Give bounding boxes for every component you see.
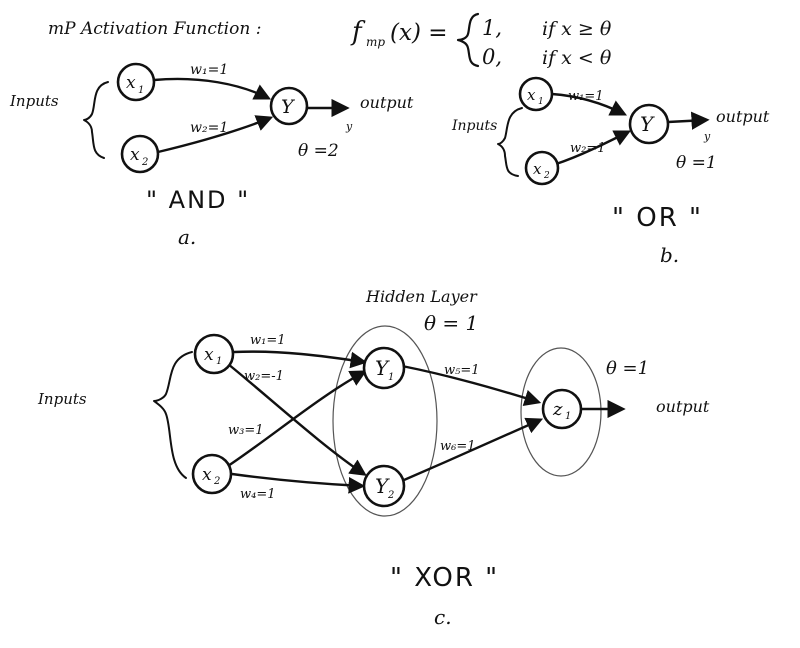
and-inputs-label: Inputs xyxy=(9,92,59,110)
xor-output-theta: θ =1 xyxy=(606,358,649,379)
xor-inputs-label: Inputs xyxy=(37,390,87,408)
header-title: mP Activation Function : xyxy=(48,19,261,39)
or-x2-subscript: 2 xyxy=(543,171,550,181)
and-x1-subscript: 1 xyxy=(138,85,144,96)
xor-inputs-brace xyxy=(153,351,193,479)
func-symbol: f xyxy=(350,17,366,47)
and-weight-w2: w₂=1 xyxy=(190,120,228,136)
or-inputs-brace xyxy=(497,107,523,177)
or-weight-w2: w₂=1 xyxy=(570,141,606,156)
activation-function-header: mP Activation Function : f mp (x) = 1, i… xyxy=(48,12,612,69)
or-x1-label: x xyxy=(527,86,536,104)
xor-output-layer-ellipse xyxy=(520,347,602,477)
or-node-x1 xyxy=(518,76,554,112)
xor-weight-w2: w₂=-1 xyxy=(244,369,284,384)
and-edge-x2-y xyxy=(156,115,274,154)
and-name: " AND " xyxy=(146,186,250,214)
xor-node-y1 xyxy=(362,346,406,390)
xor-y2-label: Y xyxy=(375,474,390,498)
xor-output-label: output xyxy=(656,397,710,416)
xor-node-y2 xyxy=(362,464,406,508)
and-caption: a. xyxy=(178,225,196,249)
xor-x2-subscript: 2 xyxy=(213,476,220,487)
or-diagram: Inputs x 1 x 2 Y w₁=1 w₂=1 output y θ =1… xyxy=(451,76,770,267)
or-theta: θ =1 xyxy=(676,153,717,173)
or-edge-x2-y xyxy=(554,130,632,166)
xor-edge-x1-y2 xyxy=(226,362,367,476)
xor-y2-subscript: 2 xyxy=(387,490,394,501)
xor-edge-x2-y2 xyxy=(230,472,366,494)
and-diagram: Inputs x 1 x 2 Y w₁=1 w₂=1 output y θ =2… xyxy=(9,62,414,249)
xor-z1-label: z xyxy=(552,399,563,420)
xor-edge-y1-z1 xyxy=(400,364,542,406)
xor-edge-x1-y1 xyxy=(232,350,368,369)
or-inputs-label: Inputs xyxy=(451,118,497,134)
xor-node-x1 xyxy=(193,333,235,375)
xor-x1-subscript: 1 xyxy=(216,356,222,367)
or-caption: b. xyxy=(660,243,679,267)
and-y-output-symbol: y xyxy=(345,120,353,133)
or-weight-w1: w₁=1 xyxy=(568,89,604,104)
and-x1-label: x xyxy=(126,73,136,93)
func-subscript: mp xyxy=(366,35,385,49)
case1-value: 1, xyxy=(482,16,502,40)
or-node-x2 xyxy=(524,150,560,186)
case1-condition: if x ≥ θ xyxy=(542,18,612,40)
xor-weight-w5: w₅=1 xyxy=(444,363,480,378)
xor-hidden-theta: θ = 1 xyxy=(424,311,478,335)
xor-weight-w1: w₁=1 xyxy=(250,333,286,348)
xor-edge-x2-y1 xyxy=(226,370,367,468)
xor-weight-w6: w₆=1 xyxy=(440,439,476,454)
xor-x1-label: x xyxy=(204,345,214,365)
xor-y1-label: Y xyxy=(375,356,390,380)
xor-node-z1 xyxy=(541,388,583,430)
xor-node-x2 xyxy=(191,453,233,495)
or-x2-label: x xyxy=(533,160,542,178)
xor-y1-subscript: 1 xyxy=(388,372,394,383)
or-node-y xyxy=(628,103,670,145)
and-y-label: Y xyxy=(281,96,296,118)
xor-hidden-layer-ellipse xyxy=(332,325,438,517)
and-x2-subscript: 2 xyxy=(141,157,148,168)
or-x1-subscript: 1 xyxy=(538,97,544,107)
or-y-output-symbol: y xyxy=(703,130,711,143)
or-edge-x1-y xyxy=(550,92,628,116)
xor-caption: c. xyxy=(434,605,452,629)
and-output-label: output xyxy=(360,93,414,112)
xor-weight-w4: w₄=1 xyxy=(240,487,276,502)
or-y-label: Y xyxy=(640,112,655,136)
and-node-x1 xyxy=(116,62,156,102)
case2-condition: if x < θ xyxy=(542,47,612,69)
and-theta: θ =2 xyxy=(298,141,339,161)
xor-weight-w3: w₃=1 xyxy=(228,423,264,438)
or-output-label: output xyxy=(716,107,770,126)
case-brace xyxy=(456,12,480,68)
case2-value: 0, xyxy=(482,45,502,69)
or-name: " OR " xyxy=(612,203,703,233)
and-edge-x1-y xyxy=(152,77,272,100)
and-node-y xyxy=(269,86,309,126)
xor-edge-y2-z1 xyxy=(402,417,544,482)
and-weight-w1: w₁=1 xyxy=(190,62,228,78)
xor-diagram: Hidden Layer θ = 1 Inputs x 1 x 2 Y 1 Y … xyxy=(37,287,710,629)
and-node-x2 xyxy=(120,134,160,174)
xor-name: " XOR " xyxy=(390,563,499,593)
and-x2-label: x xyxy=(130,145,140,165)
xor-hidden-label: Hidden Layer xyxy=(365,287,478,306)
func-argument: (x) = xyxy=(390,20,448,46)
or-edge-output xyxy=(666,111,710,130)
xor-x2-label: x xyxy=(202,465,212,485)
and-inputs-brace xyxy=(83,81,109,159)
xor-z1-subscript: 1 xyxy=(565,411,571,422)
